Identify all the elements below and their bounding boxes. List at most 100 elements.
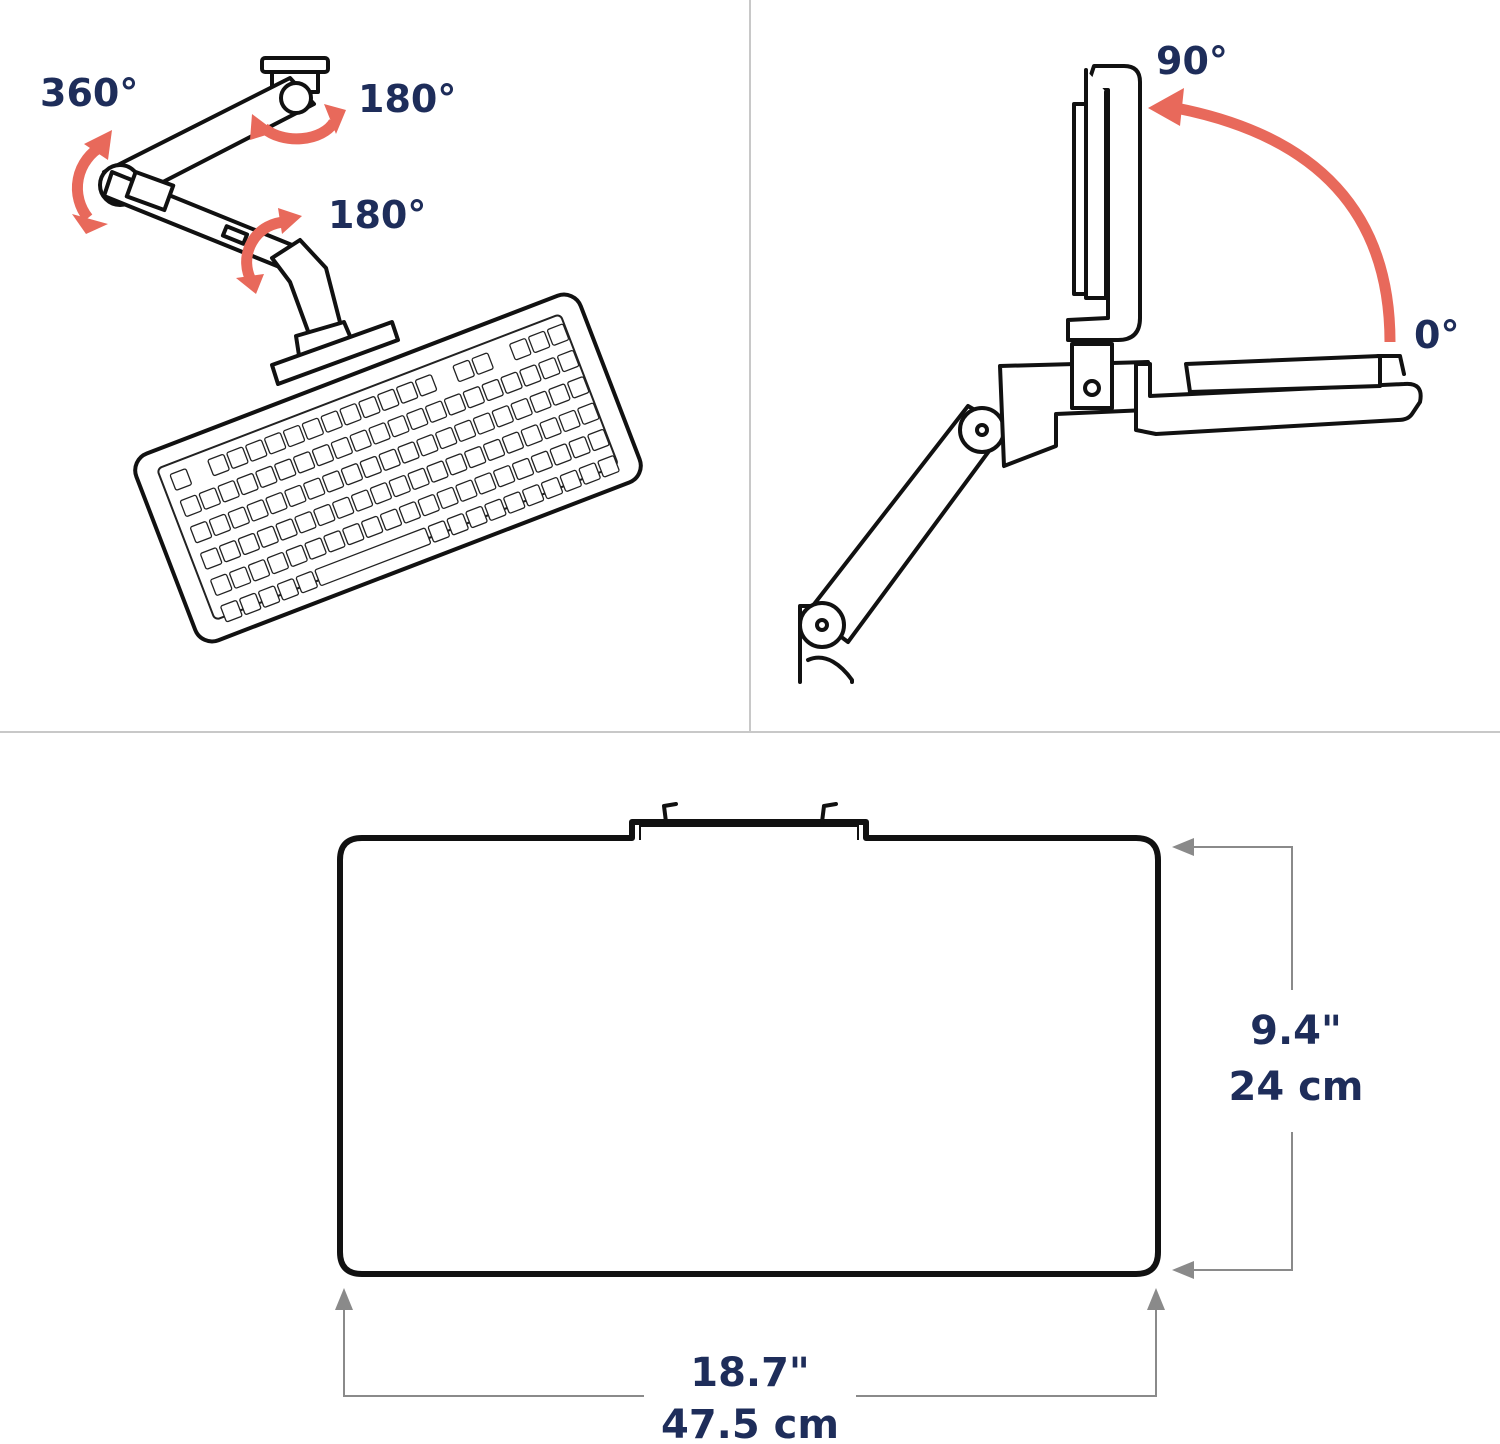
- keyboard-key: [275, 518, 298, 541]
- tilt-arrow: [1148, 88, 1396, 343]
- keyboard-key: [378, 448, 401, 471]
- width-metric-label: 47.5 cm: [661, 1402, 839, 1444]
- keyboard-key: [200, 547, 223, 570]
- keyboard-key: [406, 407, 429, 431]
- keyboard-key: [303, 477, 326, 500]
- keyboard-key: [229, 566, 252, 589]
- keyboard-key: [294, 511, 317, 534]
- keyboard-key: [500, 371, 523, 394]
- keyboard-key: [207, 453, 230, 477]
- keyboard-key: [539, 417, 562, 440]
- keyboard-key: [548, 383, 571, 406]
- keyboard-key: [311, 444, 335, 467]
- keyboard-key: [377, 388, 400, 411]
- keyboard-key: [369, 482, 392, 505]
- height-dimension-line: [1172, 838, 1293, 1279]
- keyboard-key: [293, 451, 316, 474]
- keyboard-key: [529, 390, 552, 413]
- keyboard-key: [446, 513, 469, 536]
- arm-rotation-panel: 360° 180° 180°: [40, 56, 643, 644]
- keyboard-key: [443, 393, 467, 416]
- lower-joint-label: 180°: [328, 193, 426, 237]
- height-metric-label: 24 cm: [1229, 1064, 1364, 1110]
- keyboard-key: [359, 455, 382, 479]
- keyboard-key: [323, 530, 346, 553]
- keyboard-key: [493, 465, 516, 488]
- tray-outline: [337, 802, 1161, 1277]
- keyboard-key: [416, 434, 439, 457]
- keyboard-key: [484, 498, 507, 521]
- keyboard-key: [568, 436, 591, 459]
- keyboard-key: [597, 455, 620, 478]
- keyboard-key: [236, 473, 259, 496]
- keyboard-key: [301, 417, 324, 440]
- keyboard-key: [330, 436, 353, 459]
- keyboard-key: [414, 374, 438, 397]
- keyboard-key: [322, 470, 345, 493]
- keyboard-key: [530, 450, 553, 473]
- keyboard-key: [472, 412, 495, 435]
- keyboard-key: [226, 446, 249, 469]
- keyboard-key: [208, 513, 231, 536]
- keyboard-tray: [133, 292, 643, 644]
- keyboard-key: [454, 419, 477, 442]
- keyboard-key: [227, 506, 250, 529]
- keyboard-key: [198, 487, 221, 510]
- keyboard-key: [483, 438, 506, 461]
- keyboard-key: [455, 479, 478, 502]
- keyboard-key: [313, 503, 336, 527]
- base-swivel-arrow: [71, 130, 112, 234]
- side-arm: [798, 404, 1008, 649]
- keyboard-key: [462, 386, 485, 409]
- keyboard-key: [245, 439, 268, 462]
- keyboard-key: [210, 573, 233, 596]
- keyboard-key: [426, 460, 449, 483]
- keyboard-key: [320, 410, 343, 433]
- keyboard-key: [274, 458, 297, 481]
- keyboard-key: [522, 484, 545, 507]
- keyboard-key: [179, 494, 203, 517]
- keyboard-key: [491, 405, 514, 428]
- keyboard-key: [388, 475, 411, 498]
- keyboard-key: [285, 544, 308, 567]
- upper-joint-arrow: [250, 104, 346, 145]
- keyboard-key: [332, 496, 355, 519]
- keyboard-key: [340, 463, 363, 486]
- keyboard-key: [425, 400, 448, 423]
- keyboard-key: [436, 486, 459, 509]
- keyboard-key: [264, 432, 287, 455]
- keyboard-key: [265, 492, 288, 515]
- keyboard-key: [256, 525, 279, 548]
- keyboard-key: [465, 505, 488, 529]
- keyboard-key: [540, 477, 564, 500]
- keyboard-key: [407, 467, 430, 490]
- keyboard-key: [578, 462, 601, 485]
- tilt-max-label: 90°: [1156, 39, 1228, 83]
- keyboard-key: [339, 403, 362, 426]
- keyboard-key: [237, 532, 260, 556]
- keyboard-key: [190, 521, 213, 544]
- keyboard-key: [510, 398, 533, 421]
- keyboard-key: [427, 520, 450, 543]
- keyboard-key: [246, 499, 269, 522]
- keyboard-key: [266, 552, 289, 575]
- keyboard-key: [255, 465, 278, 488]
- keyboard-key: [445, 453, 468, 476]
- keyboard-key: [169, 468, 192, 491]
- keyboard-key: [567, 376, 590, 399]
- keyboard-key: [559, 469, 582, 492]
- keyboard-key: [417, 494, 440, 517]
- keyboard-key: [549, 443, 572, 466]
- width-dimension-line: [335, 1288, 1165, 1397]
- keyboard-key: [511, 457, 535, 481]
- keyboard-keys: [169, 323, 620, 623]
- keyboard-key: [501, 431, 524, 454]
- keyboard-key: [471, 352, 494, 375]
- keyboard-key: [464, 446, 487, 469]
- keyboard-key: [358, 396, 381, 419]
- keyboard-key: [503, 491, 526, 514]
- keyboard-key: [282, 425, 306, 448]
- keyboard-key: [295, 571, 318, 594]
- keyboard-key: [276, 578, 300, 601]
